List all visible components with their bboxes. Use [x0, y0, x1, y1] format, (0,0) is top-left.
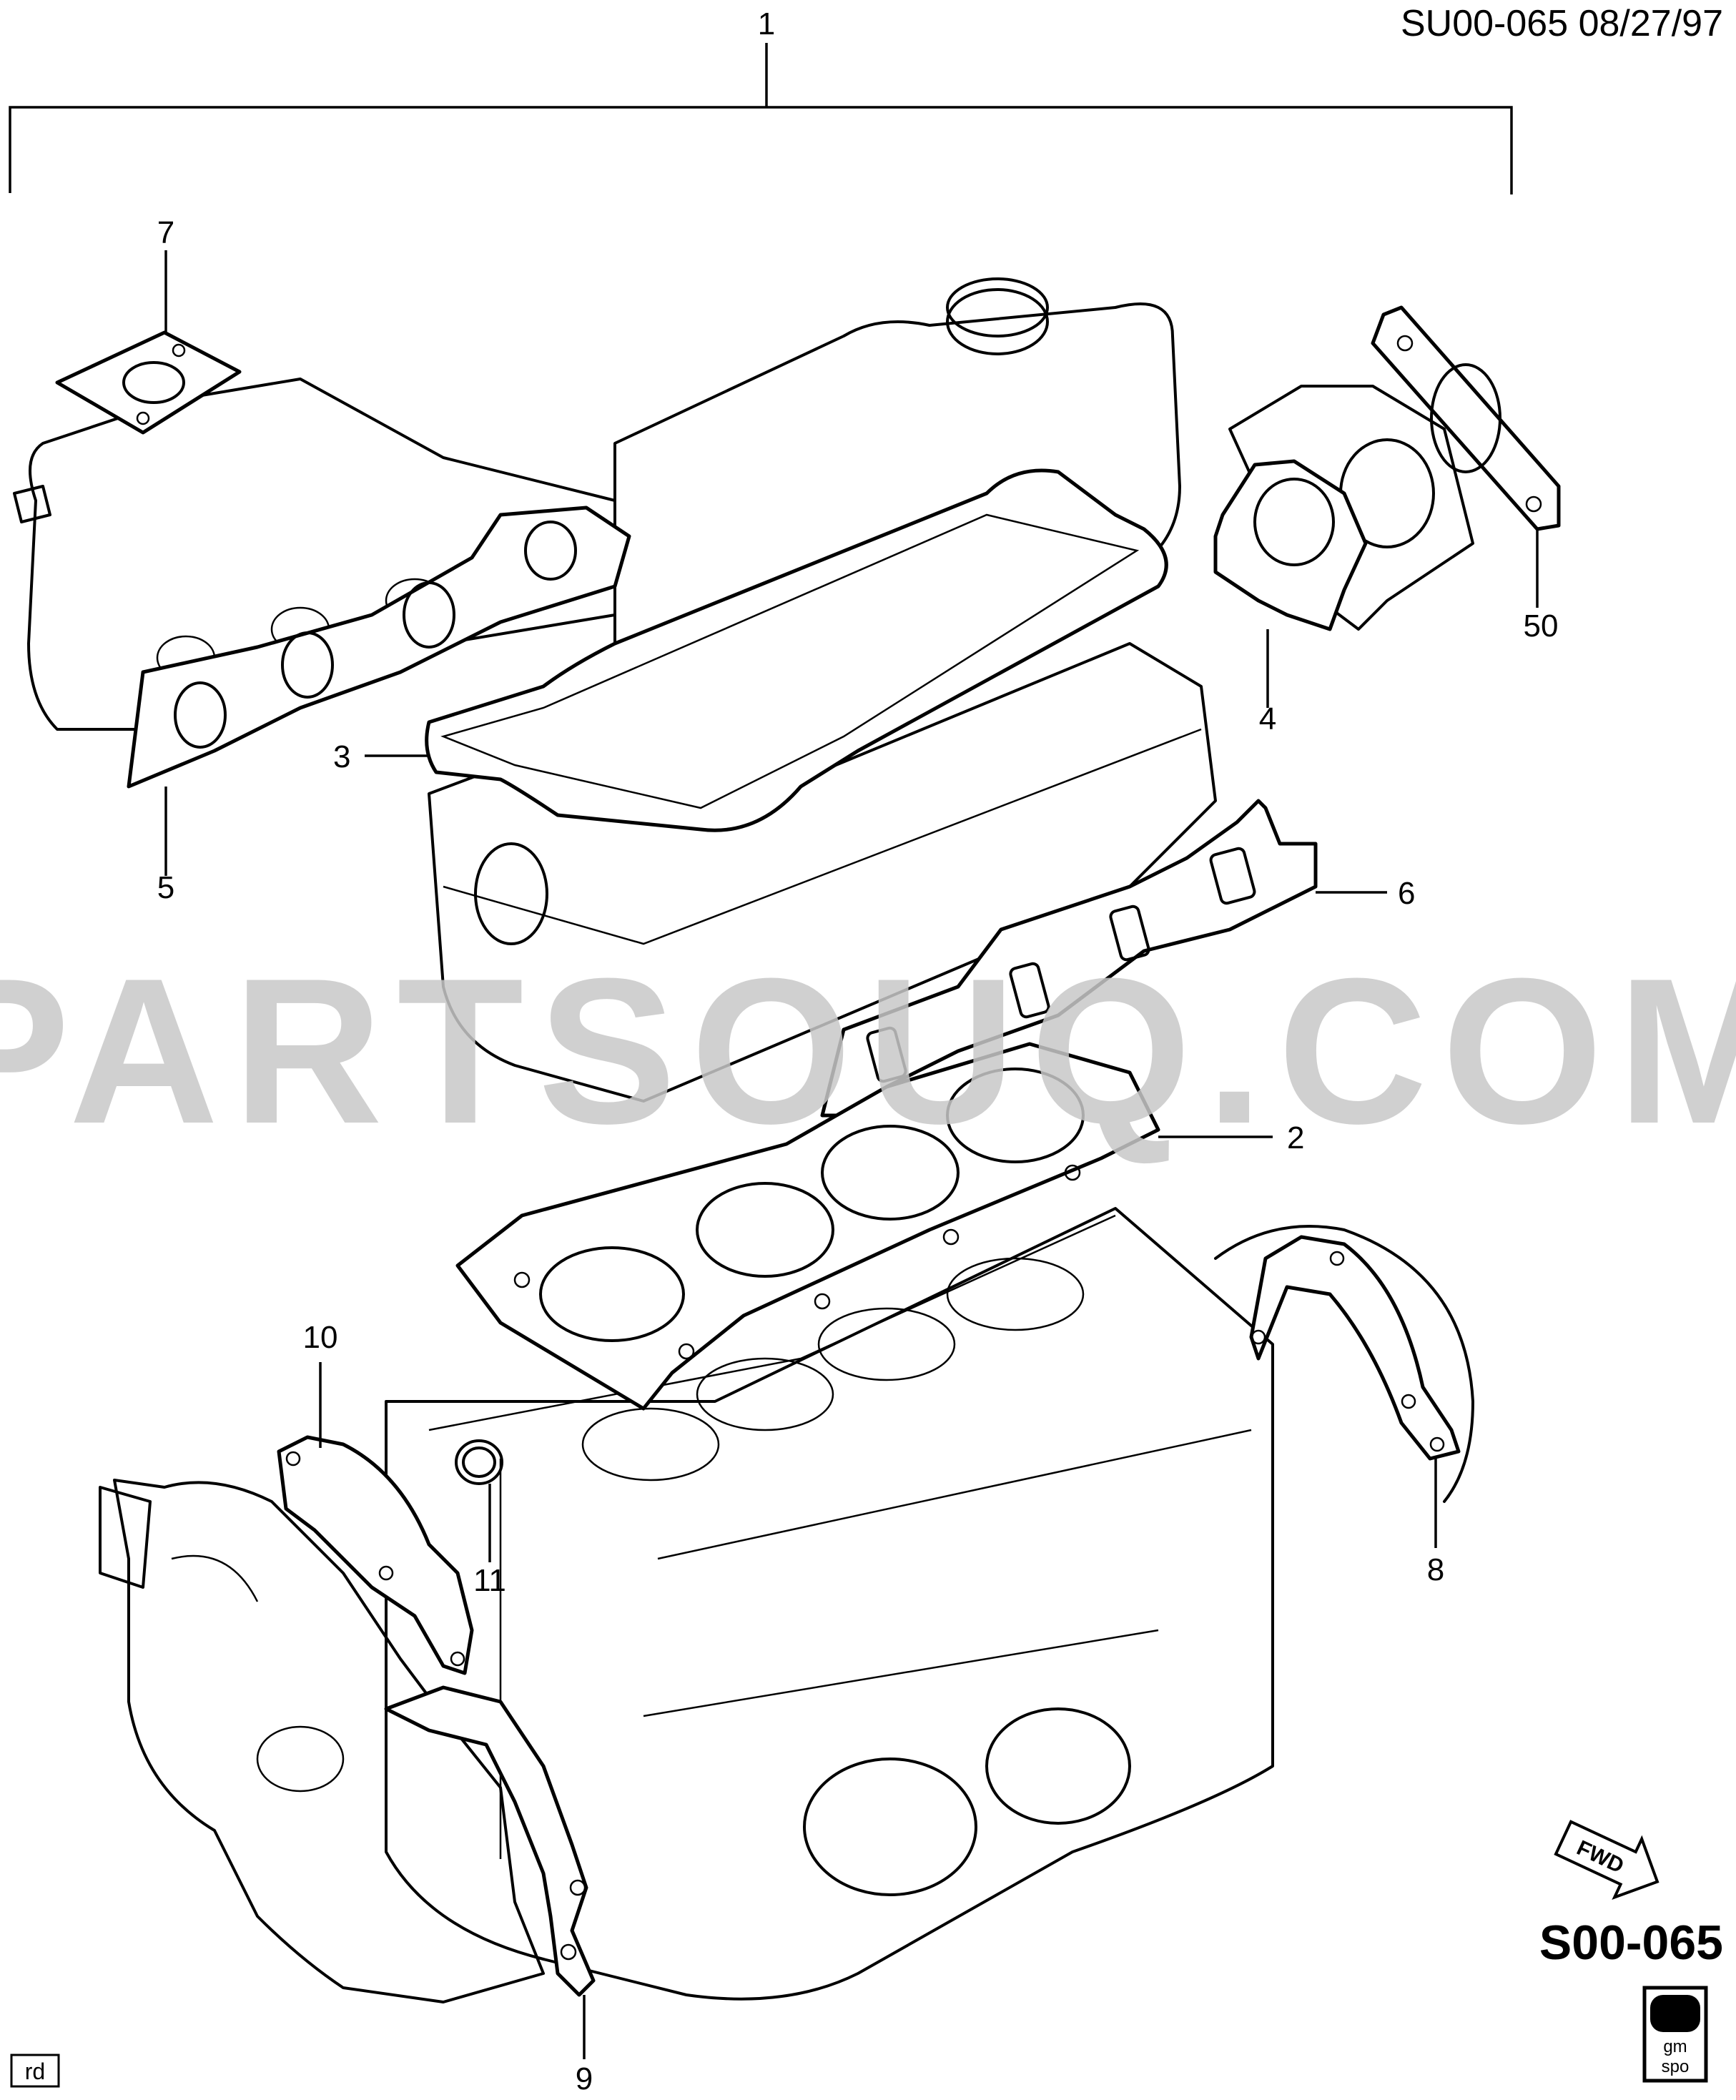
callout-10: 10 [303, 1320, 338, 1355]
callout-11: 11 [473, 1563, 506, 1598]
callout-5: 5 [157, 870, 174, 905]
callout-1: 1 [758, 6, 775, 41]
head-gasket [455, 1042, 1160, 1411]
throttle-base-gasket [55, 330, 242, 435]
callout-labels: 1 2 3 4 5 6 7 8 9 10 11 50 [157, 6, 1559, 2096]
kit-bracket [9, 43, 1513, 194]
gm-spo-logo: gm spo [1642, 1986, 1708, 2083]
water-pump-gasket [277, 1435, 474, 1675]
callout-2: 2 [1287, 1120, 1304, 1155]
watermark: PARTSOUQ.COM [0, 935, 1736, 1167]
callout-7: 7 [157, 215, 174, 250]
rear-seal-gasket [1249, 1235, 1461, 1461]
leader-lines [164, 250, 1539, 2059]
gm-logo-line1: gm [1663, 2037, 1687, 2056]
intake-manifold-gasket [127, 506, 631, 789]
water-pump-housing [99, 1479, 545, 2003]
corner-tag: rd [10, 2054, 60, 2088]
callout-9: 9 [576, 2061, 593, 2096]
callout-50: 50 [1524, 608, 1559, 644]
fwd-arrow-badge: FWD [1554, 1820, 1659, 1900]
valve-cover-gasket [425, 468, 1168, 832]
thermostat-gasket [1213, 459, 1368, 631]
corner-tag-label: rd [25, 2059, 45, 2084]
callout-8: 8 [1427, 1552, 1444, 1587]
callout-3: 3 [333, 739, 350, 774]
gm-logo-line2: spo [1662, 2057, 1690, 2076]
outlet-gasket [1371, 305, 1561, 531]
drawing-reference: SU00-065 08/27/97 [1401, 3, 1723, 44]
engine-block [385, 1207, 1474, 2001]
timing-cover-gasket [384, 1685, 596, 1997]
callout-6: 6 [1398, 876, 1415, 911]
cylinder-head-cover [428, 277, 1217, 1103]
exhaust-manifold-gasket [820, 799, 1318, 1118]
catalog-code: S00-065 [1539, 1916, 1723, 1970]
callout-4: 4 [1259, 701, 1276, 736]
o-ring [455, 1439, 503, 1485]
